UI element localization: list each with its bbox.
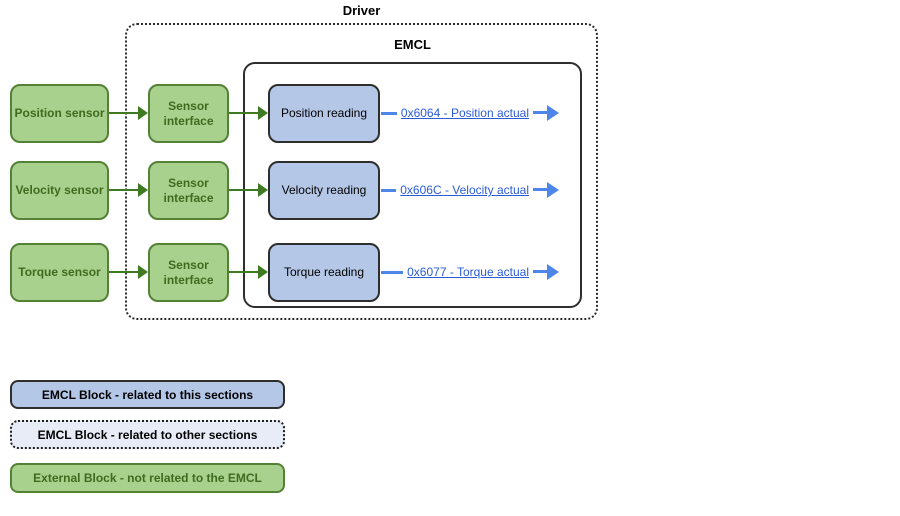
position-sensor-box: Position sensor — [10, 84, 109, 143]
velocity-sensor-box: Velocity sensor — [10, 161, 109, 220]
velocity-actual-link[interactable]: 0x606C - Velocity actual — [400, 183, 529, 197]
output-arrow-icon — [533, 264, 559, 280]
torque-sensor-label: Torque sensor — [18, 265, 101, 279]
legend-label: EMCL Block - related to this sections — [41, 387, 254, 402]
velocity-output-row: 0x606C - Velocity actual — [381, 181, 559, 199]
legend-external-block: External Block - not related to the EMCL — [10, 463, 285, 493]
torque-output-row: 0x6077 - Torque actual — [381, 263, 559, 281]
sensor-interface-box-torque: Sensor interface — [148, 243, 229, 302]
legend-emcl-current-section: EMCL Block - related to this sections — [10, 380, 285, 409]
position-actual-link[interactable]: 0x6064 - Position actual — [400, 106, 529, 120]
connector-line — [381, 111, 397, 115]
velocity-reading-label: Velocity reading — [281, 183, 367, 197]
torque-sensor-box: Torque sensor — [10, 243, 109, 302]
sensor-interface-label: Sensor interface — [163, 98, 214, 128]
connector-line — [381, 188, 397, 192]
legend-emcl-other-sections: EMCL Block - related to other sections — [10, 420, 285, 449]
flow-arrow-icon — [109, 264, 148, 280]
output-arrow-icon — [533, 182, 559, 198]
torque-actual-link[interactable]: 0x6077 - Torque actual — [407, 265, 529, 279]
connector-line — [381, 270, 404, 274]
flow-arrow-icon — [109, 105, 148, 121]
emcl-group-label: EMCL — [394, 37, 431, 52]
flow-arrow-icon — [109, 182, 148, 198]
flow-arrow-icon — [229, 182, 268, 198]
sensor-interface-box-position: Sensor interface — [148, 84, 229, 143]
position-reading-label: Position reading — [280, 106, 368, 120]
sensor-interface-label: Sensor interface — [163, 257, 214, 287]
output-arrow-icon — [533, 105, 559, 121]
position-reading-box: Position reading — [268, 84, 380, 143]
sensor-interface-box-velocity: Sensor interface — [148, 161, 229, 220]
position-output-row: 0x6064 - Position actual — [381, 104, 559, 122]
velocity-sensor-label: Velocity sensor — [15, 183, 104, 197]
driver-group-label: Driver — [342, 3, 381, 18]
emcl-group-box — [243, 62, 582, 308]
flow-arrow-icon — [229, 105, 268, 121]
flow-arrow-icon — [229, 264, 268, 280]
torque-reading-label: Torque reading — [283, 265, 365, 279]
velocity-reading-box: Velocity reading — [268, 161, 380, 220]
legend-label: External Block - not related to the EMCL — [33, 471, 262, 485]
driver-group-box — [125, 23, 598, 320]
legend-label: EMCL Block - related to other sections — [37, 427, 258, 442]
position-sensor-label: Position sensor — [14, 106, 105, 120]
torque-reading-box: Torque reading — [268, 243, 380, 302]
sensor-interface-label: Sensor interface — [163, 175, 214, 205]
